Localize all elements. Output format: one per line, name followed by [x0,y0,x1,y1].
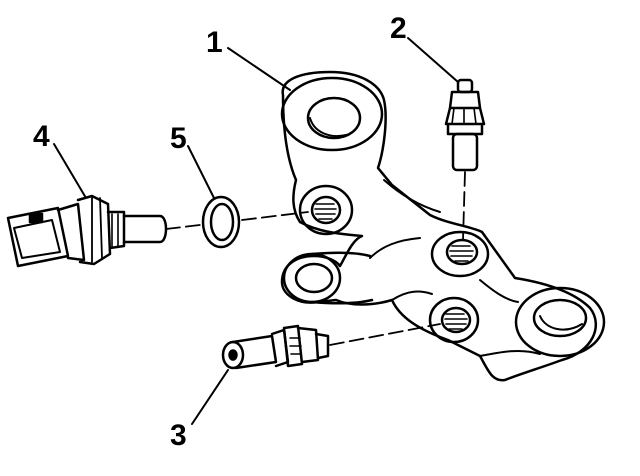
leader-lines [54,38,458,424]
connector-sensor-part-4 [8,196,166,266]
housing-port-left [300,186,352,234]
housing-inlet-bore [296,264,332,292]
housing-lower-bore [534,300,586,336]
callout-1: 1 [206,26,223,59]
housing-port-top [432,232,488,276]
housing-part-1 [282,72,604,380]
callout-2: 2 [390,12,407,45]
sensor-part-3 [223,326,328,368]
callout-5: 5 [170,122,187,155]
sensor-part-2 [446,80,484,170]
callout-4: 4 [33,120,50,153]
seal-ring-part-5 [203,197,239,247]
callout-3: 3 [170,419,187,452]
alignment-lines [166,172,465,345]
housing-top-bore [308,98,360,138]
housing-top-boss [282,78,382,150]
housing-lower-boss [516,288,604,356]
housing-port-lower [430,298,478,342]
